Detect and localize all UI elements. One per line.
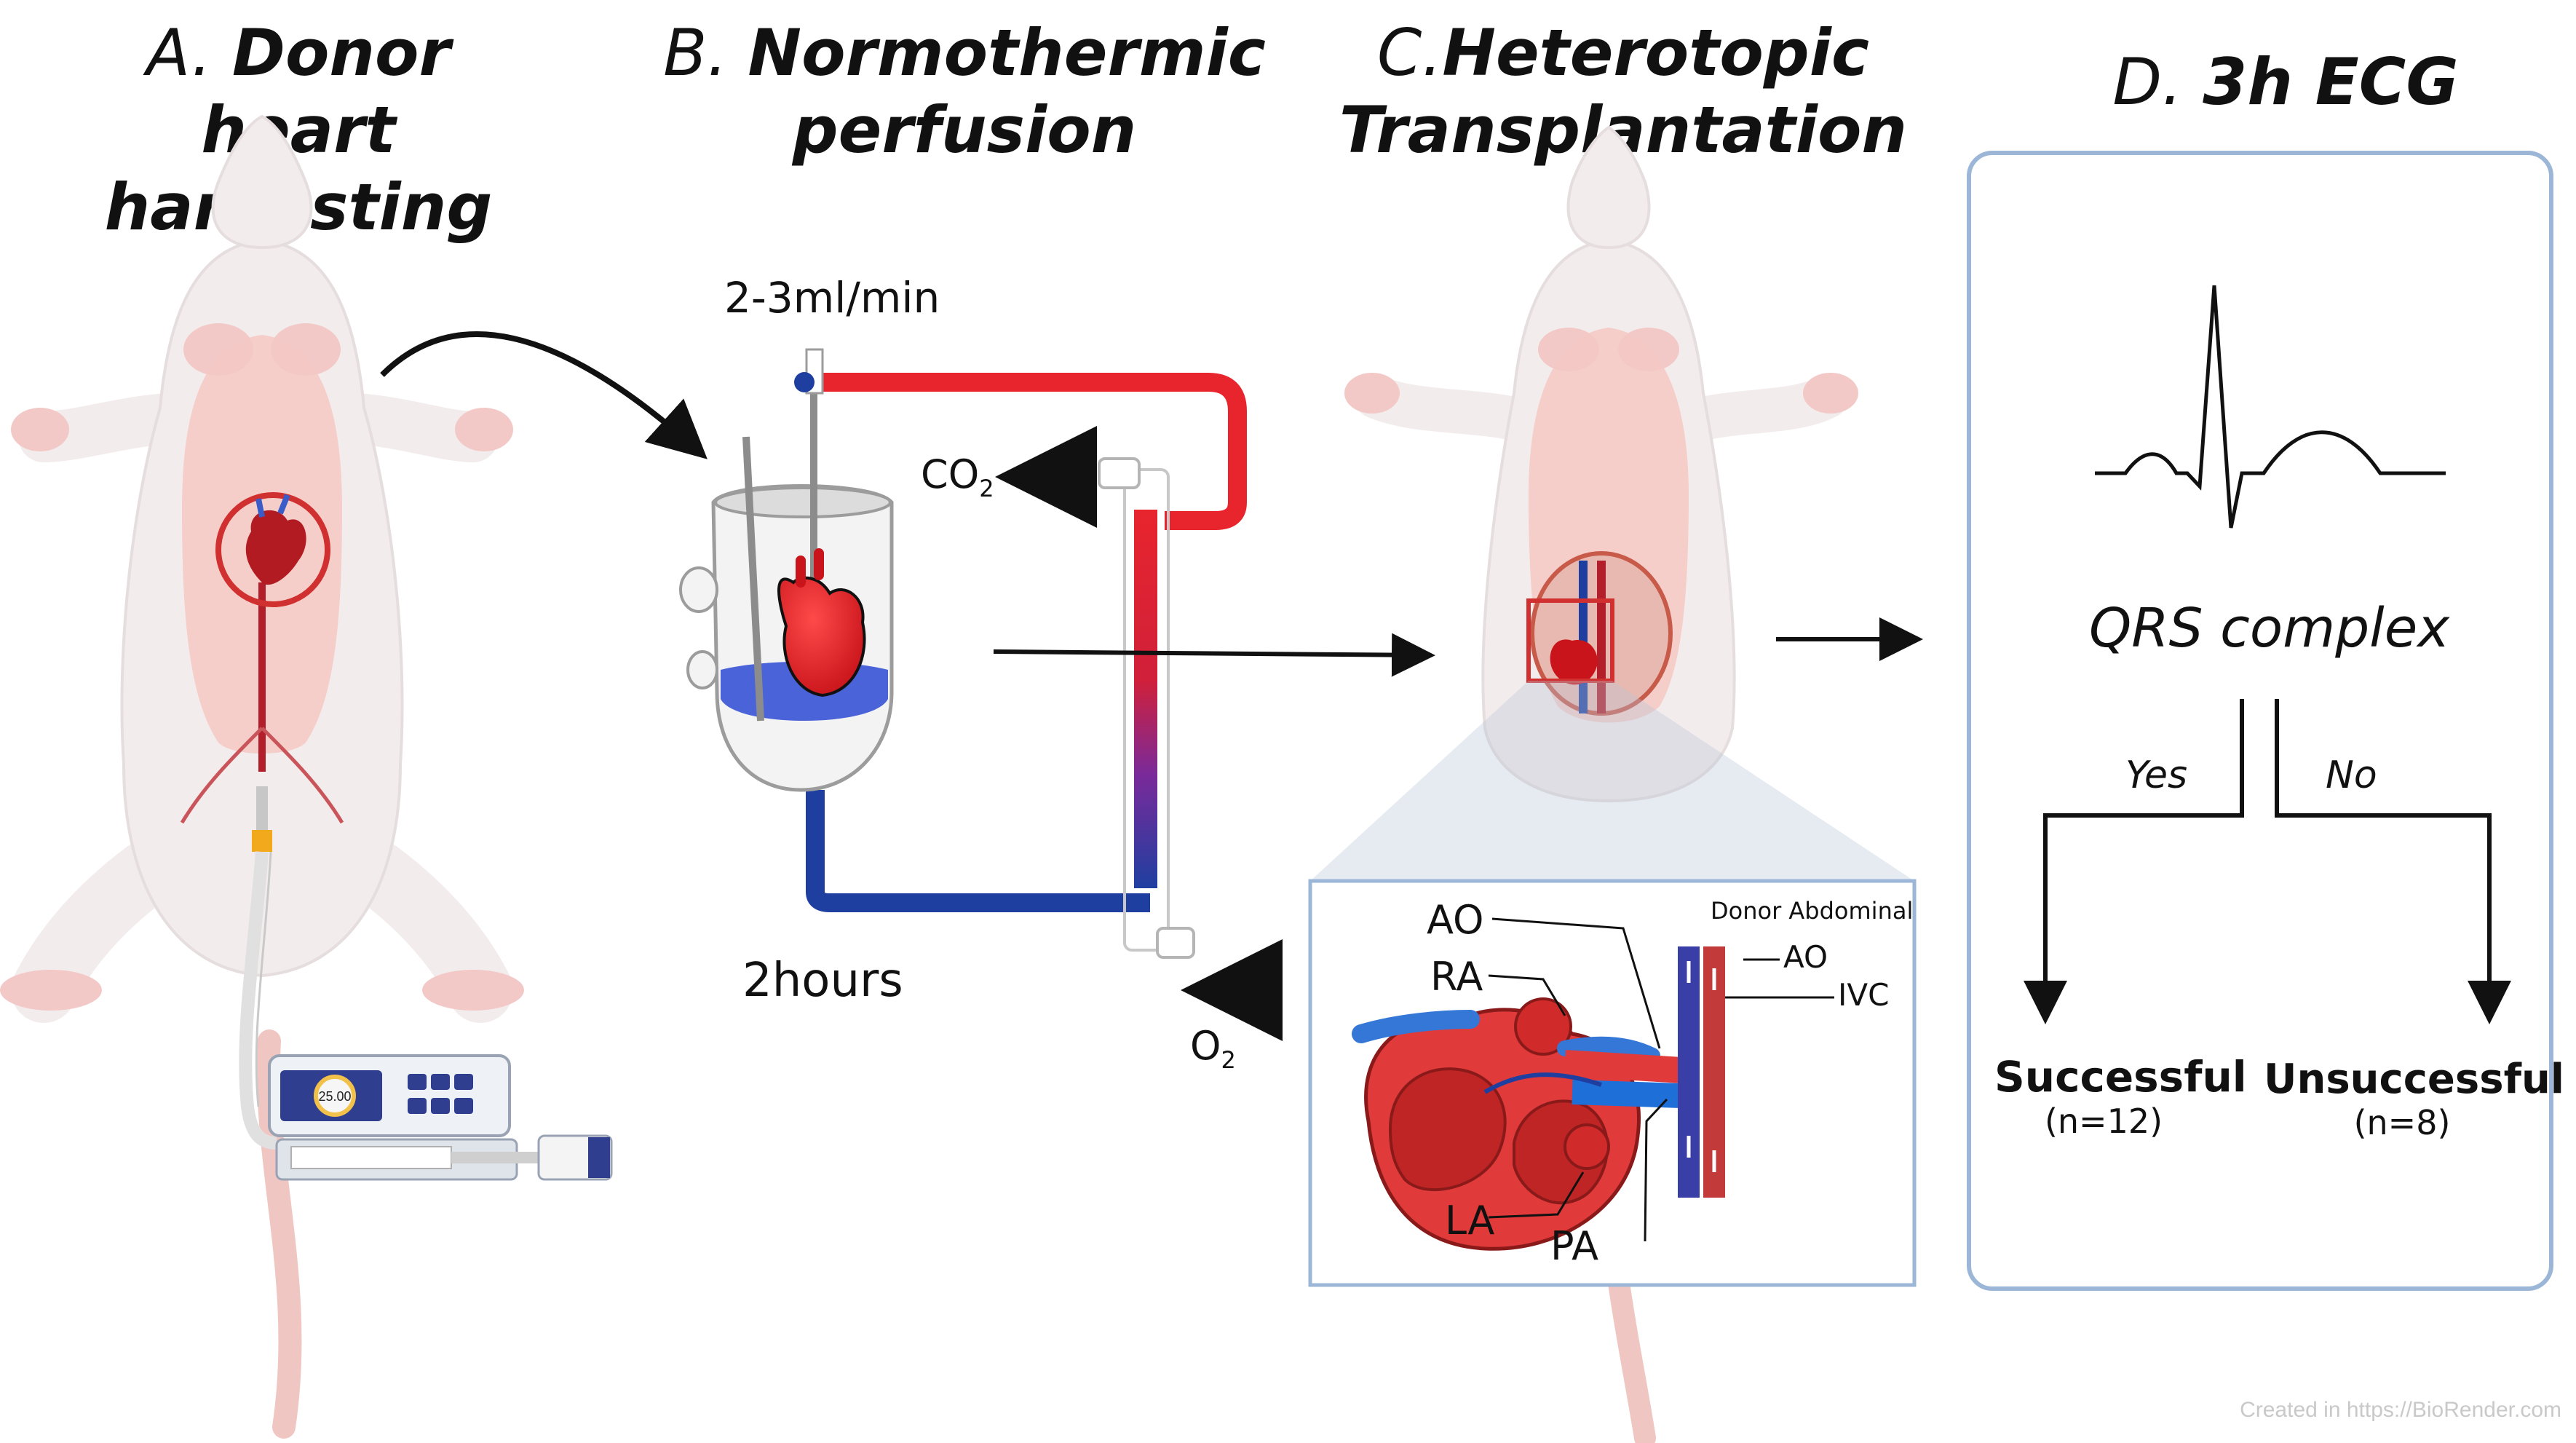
unsuccessful-label: Unsuccessful (n=8) (2264, 1056, 2564, 1142)
arrow-a-to-b (380, 331, 708, 459)
successful-label: Successful (n=12) (1994, 1052, 2247, 1141)
co2-text: CO (921, 451, 980, 497)
panel-b-line2: perfusion (792, 92, 1137, 167)
catheter-connector (252, 830, 272, 852)
recipient-rat (1344, 125, 1858, 1443)
inset-title: Donor Abdominal (1711, 897, 1914, 925)
biorender-watermark: Created in https://BioRender.com (2240, 1398, 2561, 1422)
yes-branch-arrow (2024, 699, 2244, 1024)
donor-rat (0, 114, 524, 1439)
zoom-wedge (1310, 681, 1914, 881)
successful-text: Successful (1994, 1052, 2247, 1102)
panel-c-letter: C. (1376, 15, 1443, 90)
unsuccessful-count: (n=8) (2353, 1103, 2451, 1142)
no-branch-arrow (2275, 699, 2511, 1024)
panel-d-line1: 3h ECG (2203, 44, 2459, 119)
panel-d-title: D. 3h ECG (2031, 44, 2540, 121)
o2-subscript: 2 (1221, 1045, 1236, 1074)
inset-label-ao-recipient: AO (1783, 939, 1828, 975)
heart-highlight-circle (215, 492, 330, 607)
panel-a-letter: A. (146, 15, 212, 90)
inset-label-ra: RA (1430, 954, 1483, 1000)
panel-a-line1: Donor heart (201, 15, 451, 167)
inset-label-la: LA (1445, 1198, 1495, 1244)
panel-c-line1: Heterotopic (1442, 15, 1870, 90)
arrow-b-to-c (993, 633, 1435, 677)
perfused-heart (777, 576, 866, 697)
yes-label: Yes (2125, 754, 2188, 797)
perfusion-circuit (679, 348, 1247, 959)
successful-count: (n=12) (2044, 1102, 2163, 1141)
no-label: No (2326, 754, 2377, 797)
o2-label: O2 (1190, 1023, 1236, 1074)
duration-label: 2hours (742, 954, 903, 1008)
ecg-panel-box (1967, 151, 2553, 1291)
inset-heart-anatomy (1352, 917, 1834, 1251)
inset-label-ivc: IVC (1838, 977, 1890, 1013)
co2-subscript: 2 (979, 474, 994, 502)
o2-text: O (1190, 1023, 1221, 1069)
pump-display-value: 25.00 (318, 1089, 351, 1104)
unsuccessful-text: Unsuccessful (2264, 1056, 2564, 1103)
inset-label-ao: AO (1427, 897, 1484, 943)
qrs-complex-label: QRS complex (2089, 597, 2450, 660)
panel-d-letter: D. (2112, 44, 2183, 119)
panel-b-line1: Normothermic (748, 15, 1266, 90)
co2-label: CO2 (921, 451, 994, 502)
panel-b-letter: B. (663, 15, 728, 90)
inset-label-pa: PA (1550, 1223, 1599, 1269)
syringe-pump: 25.00 (268, 1054, 613, 1181)
panel-b-title: B. Normothermic perfusion (655, 15, 1274, 169)
transplant-site-box (1526, 598, 1614, 683)
flow-rate-label: 2-3ml/min (724, 273, 940, 323)
ecg-waveform (2095, 285, 2446, 529)
